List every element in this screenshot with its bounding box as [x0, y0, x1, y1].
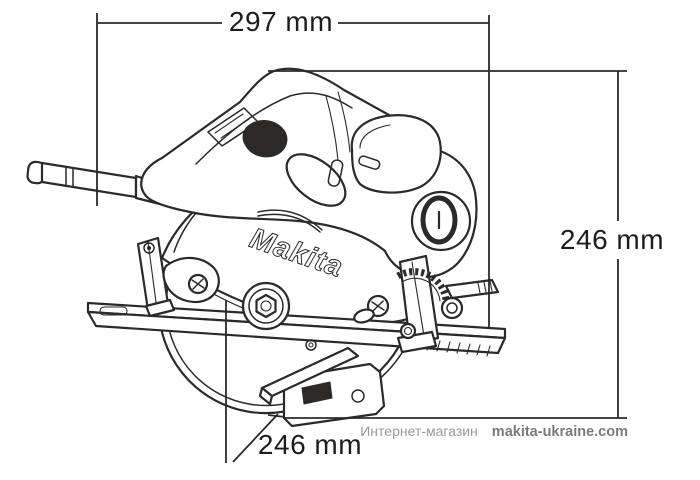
- blade-leader-diagonal: [232, 413, 279, 463]
- blade-bottom-tick: [267, 414, 286, 418]
- dimension-width-label: 297 mm: [228, 6, 334, 37]
- dimension-height-label: 246 mm: [559, 224, 665, 255]
- power-cord: [26, 160, 162, 206]
- front-grip-pad: [242, 120, 288, 158]
- handle-grip-hole: [285, 153, 347, 207]
- dimension-lines: [96, 13, 627, 463]
- motor-housing-and-handle: [140, 67, 478, 279]
- arbor-bolt: [241, 281, 291, 331]
- watermark-store-type: Интернет-магазин: [360, 423, 478, 439]
- dimension-blade-label: 246 mm: [257, 429, 363, 460]
- rip-fence-assembly: [258, 346, 386, 428]
- front-bevel-bracket: [136, 236, 220, 318]
- motor-end-vent: [410, 190, 472, 252]
- watermark: Интернет-магазин makita-ukraine.com: [360, 423, 628, 440]
- watermark-site-link: makita-ukraine.com: [491, 424, 628, 440]
- rear-depth-quadrant: [353, 254, 500, 354]
